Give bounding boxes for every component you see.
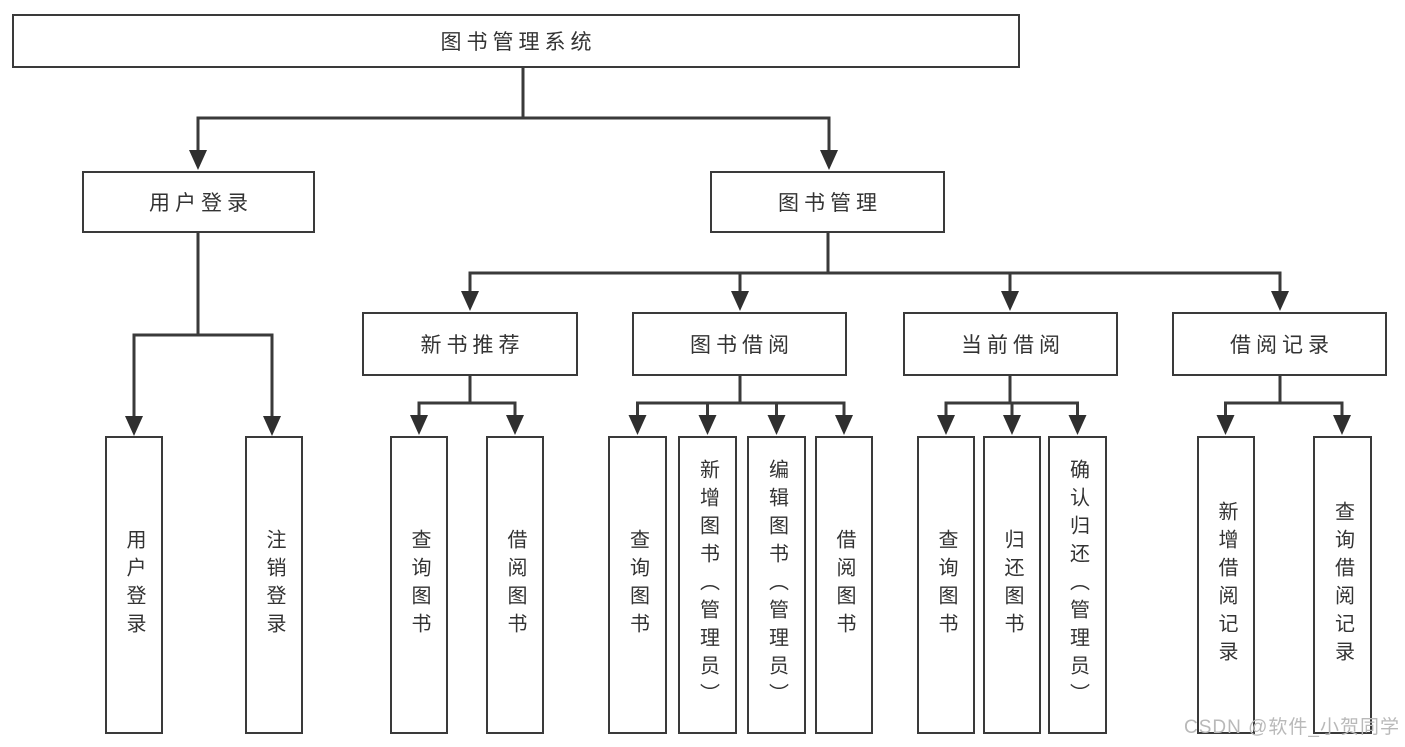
node-root-system: 图书管理系统 xyxy=(12,14,1020,68)
leaf-cb-confirm-return-admin: 确认归还（管理员） xyxy=(1048,436,1107,734)
leaf-label: 查询借阅记录 xyxy=(1331,501,1354,669)
leaf-label: 借阅图书 xyxy=(833,529,855,641)
node-current-borrow: 当前借阅 xyxy=(903,312,1118,376)
leaf-cb-query-book: 查询图书 xyxy=(917,436,975,734)
leaf-label: 查询图书 xyxy=(935,529,957,641)
leaf-nbr-borrow-book: 借阅图书 xyxy=(486,436,544,734)
leaf-bb-query-book: 查询图书 xyxy=(608,436,667,734)
leaf-br-query-record: 查询借阅记录 xyxy=(1313,436,1372,734)
leaf-br-add-record: 新增借阅记录 xyxy=(1197,436,1255,734)
leaf-label: 查询图书 xyxy=(408,529,430,641)
leaf-user-login: 用户登录 xyxy=(105,436,163,734)
node-label: 新书推荐 xyxy=(420,334,525,357)
leaf-label: 新增图书（管理员） xyxy=(696,459,719,711)
arrowhead-icon xyxy=(125,150,1351,436)
node-label: 借阅记录 xyxy=(1230,334,1334,357)
node-label: 图书管理系统 xyxy=(440,31,597,54)
node-label: 当前借阅 xyxy=(961,334,1065,357)
leaf-label: 编辑图书（管理员） xyxy=(765,459,788,711)
leaf-logout: 注销登录 xyxy=(245,436,303,734)
leaf-label: 确认归还（管理员） xyxy=(1066,459,1089,711)
leaf-label: 归还图书 xyxy=(1001,529,1023,641)
node-new-book-recommend: 新书推荐 xyxy=(362,312,578,376)
node-label: 用户登录 xyxy=(149,192,253,215)
leaf-label: 新增借阅记录 xyxy=(1215,501,1237,669)
leaf-bb-edit-book-admin: 编辑图书（管理员） xyxy=(747,436,806,734)
leaf-label: 注销登录 xyxy=(263,529,285,641)
leaf-bb-add-book-admin: 新增图书（管理员） xyxy=(678,436,737,734)
leaf-label: 借阅图书 xyxy=(504,529,526,641)
leaf-label: 查询图书 xyxy=(626,529,649,641)
node-label: 图书借阅 xyxy=(690,334,794,357)
leaf-cb-return-book: 归还图书 xyxy=(983,436,1041,734)
node-book-management: 图书管理 xyxy=(710,171,945,233)
leaf-bb-borrow-book: 借阅图书 xyxy=(815,436,873,734)
leaf-label: 用户登录 xyxy=(123,529,145,641)
node-label: 图书管理 xyxy=(778,192,882,215)
csdn-watermark: CSDN @软件_小贺同学 xyxy=(1184,717,1400,738)
node-borrow-record: 借阅记录 xyxy=(1172,312,1387,376)
node-book-borrow: 图书借阅 xyxy=(632,312,847,376)
node-user-login: 用户登录 xyxy=(82,171,315,233)
leaf-nbr-query-book: 查询图书 xyxy=(390,436,448,734)
